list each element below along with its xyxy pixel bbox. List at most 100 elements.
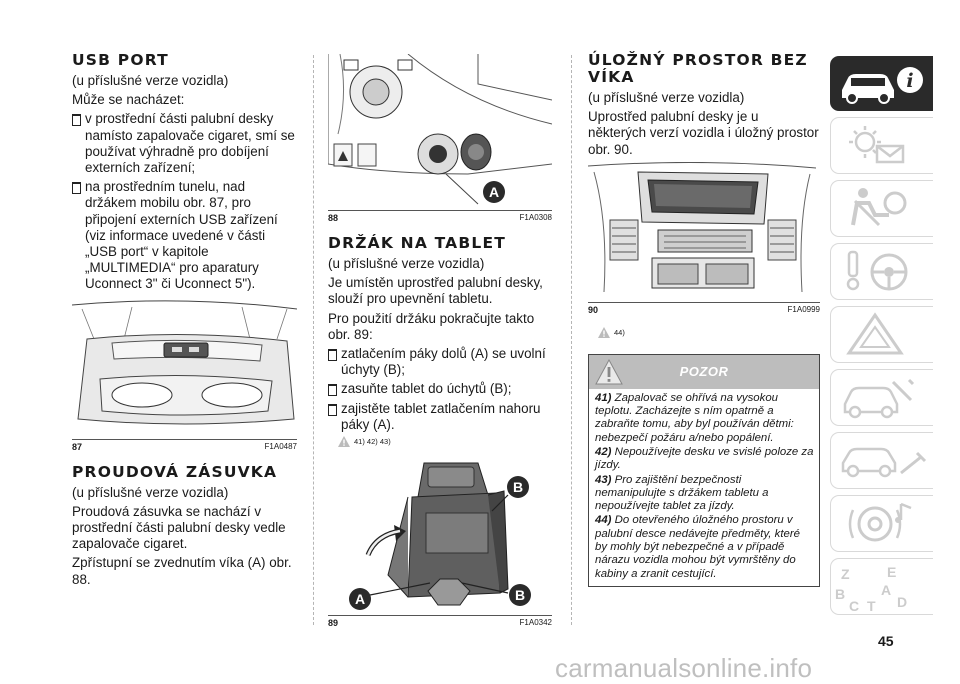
tablet-holder-subtitle: (u příslušné verze vozidla) bbox=[328, 256, 485, 271]
warning-triangle-icon bbox=[338, 436, 350, 448]
warning-item-41: 41) Zapalovač se ohřívá na vysokou teplo… bbox=[595, 392, 815, 445]
tab-technical-data[interactable] bbox=[830, 432, 933, 489]
usb-port-subtitle: (u příslušné verze vozidla) bbox=[72, 73, 229, 88]
usb-port-intro: Může se nacházet: bbox=[72, 92, 185, 108]
tab-multimedia[interactable] bbox=[830, 495, 933, 552]
warning-triangle-icon bbox=[598, 326, 610, 338]
tab-index[interactable]: Z E B A C T D bbox=[830, 558, 933, 615]
figure-87-number: 87 bbox=[72, 441, 83, 452]
figure-90-number: 90 bbox=[588, 304, 599, 315]
column-3: ÚLOŽNÝ PROSTOR BEZ VÍKA (u příslušné ver… bbox=[588, 52, 820, 587]
storage-title-line-1: ÚLOŽNÝ PROSTOR BEZ bbox=[588, 51, 808, 69]
warning-item-number: 43) bbox=[595, 473, 612, 486]
figure-89-label-a: A bbox=[355, 591, 365, 607]
tab-warning-lights[interactable] bbox=[830, 117, 933, 174]
index-letters-icon: Z E B A C T D bbox=[835, 564, 907, 614]
figure-89-label-b-top: B bbox=[513, 479, 523, 495]
warning-box: POZOR 41) Zapalovač se ohřívá na vysokou… bbox=[588, 353, 820, 587]
socket-subtitle: (u příslušné verze vozidla) bbox=[72, 484, 229, 500]
socket-title: PROUDOVÁ ZÁSUVKA bbox=[72, 462, 278, 481]
warning-item-text: Nepoužívejte desku ve svislé poloze za j… bbox=[595, 446, 814, 472]
usb-bullet-1: v prostřední části palubní desky namísto… bbox=[72, 111, 297, 176]
figure-89-code: F1A0342 bbox=[519, 618, 552, 628]
warning-item-43: 43) Pro zajištění bezpečnosti nemanipulu… bbox=[595, 474, 815, 514]
column-2: A 88 F1A0308 DRŽÁK NA TABLET (u příslušn… bbox=[328, 52, 552, 640]
column-1: USB PORT (u příslušné verze vozidla) Můž… bbox=[72, 52, 297, 591]
storage-warning-refs: 44) bbox=[598, 326, 820, 338]
tablet-bullet-1: zatlačením páky dolů (A) se uvolní úchyt… bbox=[328, 346, 552, 378]
column-divider-2 bbox=[571, 55, 572, 625]
warning-item-text: Do otevřeného úložného prostoru v palubn… bbox=[595, 514, 800, 580]
figure-88: A bbox=[328, 54, 552, 211]
figure-89-label-b-bottom: B bbox=[515, 587, 525, 603]
car-info-icon: i bbox=[842, 67, 923, 104]
index-letter: T bbox=[867, 598, 876, 614]
multimedia-icon bbox=[848, 502, 912, 542]
tablet-holder-illustration: B A B bbox=[349, 462, 531, 611]
tab-emergency[interactable] bbox=[830, 306, 933, 363]
figure-90 bbox=[588, 161, 820, 303]
socket-paragraph-1: Proudová zásuvka se nachází v prostřední… bbox=[72, 503, 286, 552]
tablet-bullet-2: zasuňte tablet do úchytů (B); bbox=[328, 381, 552, 397]
warning-item-text: Pro zajištění bezpečnosti nemanipulujte … bbox=[595, 473, 769, 513]
index-letter: D bbox=[897, 594, 907, 610]
figure-87 bbox=[72, 299, 297, 440]
storage-title-line-2: VÍKA bbox=[588, 68, 635, 86]
index-letter: Z bbox=[841, 566, 850, 582]
usb-bullet-2: na prostředním tunelu, nad držákem mobil… bbox=[72, 179, 297, 292]
power-socket-illustration: A bbox=[328, 54, 552, 205]
warning-triangle-icon bbox=[846, 312, 904, 355]
svg-text:i: i bbox=[906, 70, 913, 92]
warning-triangle-icon bbox=[595, 358, 623, 385]
warning-item-number: 41) bbox=[595, 391, 612, 404]
warning-item-text: Zapalovač se ohřívá na vysokou teplotu. … bbox=[595, 391, 794, 444]
index-letter: C bbox=[849, 598, 859, 614]
warning-item-42: 42) Nepoužívejte desku ve svislé poloze … bbox=[595, 446, 815, 473]
warning-item-number: 44) bbox=[595, 514, 612, 527]
figure-90-code: F1A0999 bbox=[787, 304, 820, 314]
tablet-paragraph-1: Je umístěn uprostřed palubní desky, slou… bbox=[328, 275, 543, 307]
column-divider-1 bbox=[313, 55, 314, 625]
storage-subtitle: (u příslušné verze vozidla) bbox=[588, 90, 745, 105]
figure-88-caption: 88 F1A0308 bbox=[328, 213, 552, 223]
specs-car-icon bbox=[841, 447, 927, 478]
warning-item-number: 42) bbox=[595, 446, 612, 458]
figure-89-number: 89 bbox=[328, 618, 339, 629]
car-service-icon bbox=[843, 378, 915, 419]
tab-safety[interactable] bbox=[830, 180, 933, 237]
usb-port-title: USB PORT bbox=[72, 51, 169, 69]
index-letter: A bbox=[881, 582, 891, 598]
chapter-sidebar: i bbox=[830, 56, 933, 621]
figure-87-code: F1A0487 bbox=[264, 441, 297, 451]
figure-87-caption: 87 F1A0487 bbox=[72, 442, 297, 452]
tablet-warning-refs: 41) 42) 43) bbox=[338, 436, 552, 448]
warning-item-44: 44) Do otevřeného úložného prostoru v pa… bbox=[595, 514, 815, 580]
tablet-bullet-3: zajistěte tablet zatlačením nahoru páky … bbox=[328, 401, 552, 433]
figure-90-caption: 90 F1A0999 bbox=[588, 305, 820, 315]
tablet-refs-text: 41) 42) 43) bbox=[354, 437, 391, 447]
figure-89: B A B bbox=[328, 455, 552, 617]
page-number: 45 bbox=[878, 633, 894, 649]
tab-starting-driving[interactable] bbox=[830, 243, 933, 300]
tab-maintenance[interactable] bbox=[830, 369, 933, 426]
warning-header-text: POZOR bbox=[679, 364, 729, 380]
warning-header: POZOR bbox=[589, 354, 819, 389]
airbag-icon bbox=[851, 188, 907, 227]
index-letter: B bbox=[835, 586, 845, 602]
tablet-holder-title: DRŽÁK NA TABLET bbox=[328, 234, 507, 252]
index-letter: E bbox=[887, 564, 896, 580]
storage-compartment-illustration bbox=[588, 161, 816, 292]
storage-refs-text: 44) bbox=[614, 327, 625, 337]
figure-88-label-a: A bbox=[489, 184, 499, 200]
socket-paragraph-2: Zpřístupní se zvednutím víka (A) obr. 88… bbox=[72, 555, 292, 587]
figure-88-code: F1A0308 bbox=[519, 213, 552, 222]
tab-vehicle-info[interactable]: i bbox=[830, 56, 933, 111]
figure-89-caption: 89 F1A0342 bbox=[328, 618, 552, 628]
figure-88-number: 88 bbox=[328, 213, 339, 223]
warning-lights-icon bbox=[849, 126, 905, 164]
steering-key-icon bbox=[846, 250, 908, 291]
tablet-paragraph-2: Pro použití držáku pokračujte takto obr.… bbox=[328, 310, 535, 342]
warning-body: 41) Zapalovač se ohřívá na vysokou teplo… bbox=[589, 389, 819, 586]
watermark: carmanualsonline.info bbox=[555, 653, 813, 683]
storage-paragraph: Uprostřed palubní desky je u některých v… bbox=[588, 109, 819, 157]
